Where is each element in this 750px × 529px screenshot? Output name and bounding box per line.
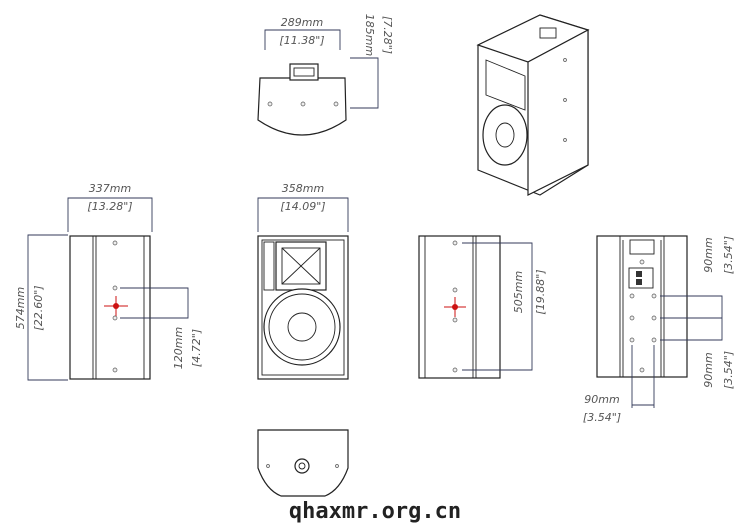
rear-v2-in: [3.54"] <box>722 351 735 389</box>
side-depth-in: [13.28"] <box>87 200 132 213</box>
rear-h-in: [3.54"] <box>583 411 621 424</box>
rear-h-mm: 90mm <box>584 393 619 406</box>
top-depth-in: [7.28"] <box>381 16 394 54</box>
top-width-mm: 289mm <box>281 16 323 29</box>
crosshair-left <box>104 296 128 316</box>
rear-v1-in: [3.54"] <box>722 236 735 274</box>
top-width-in: [11.38"] <box>279 34 324 47</box>
top-view <box>257 29 379 136</box>
side-depth-mm: 337mm <box>89 182 131 195</box>
side-view-left <box>27 197 189 381</box>
rear-v1-mm: 90mm <box>702 237 715 272</box>
top-depth-mm: 185mm <box>363 14 376 56</box>
pole-spacing-mm: 120mm <box>172 327 185 369</box>
crosshair-right <box>444 297 466 317</box>
side-spacing-in: [19.88"] <box>534 269 547 314</box>
front-view <box>257 197 349 380</box>
perspective-view <box>476 14 590 196</box>
bottom-view <box>257 429 349 497</box>
front-width-in: [14.09"] <box>280 200 325 213</box>
rear-v2-mm: 90mm <box>702 352 715 387</box>
side-spacing-mm: 505mm <box>512 271 525 313</box>
front-width-mm: 358mm <box>282 182 324 195</box>
height-mm: 574mm <box>14 287 27 329</box>
watermark: qhaxmr.org.cn <box>289 499 461 524</box>
rear-view <box>596 235 723 408</box>
height-in: [22.60"] <box>32 285 45 330</box>
pole-spacing-in: [4.72"] <box>190 329 203 367</box>
